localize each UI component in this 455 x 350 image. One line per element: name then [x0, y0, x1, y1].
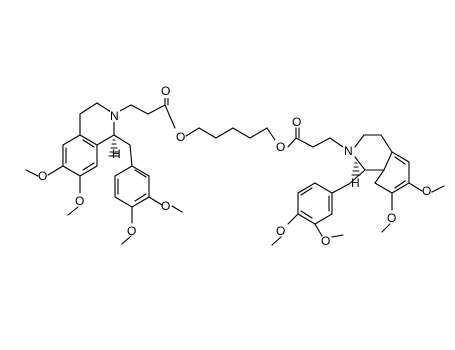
bond [82, 162, 95, 171]
bond [96, 134, 115, 146]
bond [354, 134, 365, 148]
bond [47, 165, 64, 176]
bond [25, 169, 39, 177]
atom-label-oxygen-methoxy: O [161, 199, 170, 213]
atom-label-oxygen-carbonyl: O [161, 84, 170, 98]
left-dimethoxybenzyl-ring [114, 165, 183, 245]
stereo-hash-bond [108, 139, 120, 157]
bond [383, 151, 393, 171]
bond [331, 234, 344, 238]
bond [134, 169, 147, 178]
bond [394, 156, 406, 165]
bond [314, 223, 323, 237]
bond [314, 182, 333, 194]
bond [287, 213, 299, 225]
left-tetrahydroisoquinoline-unit [25, 95, 176, 216]
bond [79, 134, 98, 146]
bond [62, 134, 81, 146]
bond [131, 196, 150, 208]
bond [185, 127, 200, 137]
bond [114, 196, 133, 208]
bond [198, 127, 217, 139]
bond [134, 193, 147, 202]
bond [374, 169, 385, 184]
bond [297, 182, 316, 194]
bond [300, 210, 313, 219]
bond [312, 137, 331, 148]
bond [121, 235, 132, 245]
right-ester-chain [287, 127, 344, 148]
bond [295, 137, 314, 148]
atom-label-oxygen-methoxy: O [38, 169, 47, 183]
bond [374, 182, 393, 194]
bond [67, 206, 79, 216]
bond [114, 165, 133, 177]
bond [431, 185, 445, 193]
bond [129, 144, 133, 167]
right-dimethoxybenzyl-ring [271, 182, 344, 246]
bond [287, 137, 297, 148]
bond [391, 182, 410, 194]
bond [266, 127, 276, 141]
atom-label-nitrogen: N [110, 109, 119, 123]
bond [249, 127, 268, 139]
atom-label-oxygen-methoxy: O [387, 211, 396, 225]
bond [331, 183, 350, 194]
bond [79, 165, 98, 177]
bond [380, 134, 393, 153]
atom-label-oxygen-carbonyl: O [292, 115, 301, 129]
atom-label-oxygen-methoxy: O [127, 224, 136, 238]
bond [297, 213, 316, 225]
bond [147, 104, 166, 115]
bond [348, 169, 366, 185]
bond [171, 205, 183, 213]
atom-label-oxygen-ester: O [276, 140, 285, 154]
bond [164, 104, 176, 129]
bond [82, 139, 95, 148]
atom-label-oxygen-methoxy: O [422, 184, 431, 198]
stereo-hash-bond [351, 162, 361, 176]
bond [408, 182, 423, 192]
bond [271, 236, 282, 246]
bond [381, 223, 391, 233]
atom-label-oxygen-ester: O [176, 130, 185, 144]
bond [391, 151, 410, 163]
pentanediyl-linker [185, 127, 276, 141]
atom-label-oxygen-methoxy: O [276, 224, 285, 238]
bond [113, 134, 131, 146]
bond [131, 165, 150, 177]
bond [394, 180, 406, 189]
bond [329, 137, 344, 148]
bond [130, 104, 149, 115]
bond [148, 196, 163, 206]
bond [300, 187, 313, 196]
bond [79, 102, 98, 115]
bond [62, 165, 81, 177]
atom-label-hydrogen: H [112, 147, 121, 161]
bond [215, 127, 234, 139]
atom-label-hydrogen: H [351, 176, 360, 190]
right-tetrahydroisoquinoline-unit [331, 134, 445, 233]
bond [354, 156, 366, 171]
bond [314, 213, 333, 225]
atom-label-oxygen-methoxy: O [321, 234, 330, 248]
atom-label-nitrogen: N [344, 144, 353, 158]
atom-label-oxygen-methoxy: O [75, 194, 84, 208]
atom-labels: N H O O O O O O O O N H O O O O [38, 84, 431, 248]
bond [232, 127, 251, 139]
